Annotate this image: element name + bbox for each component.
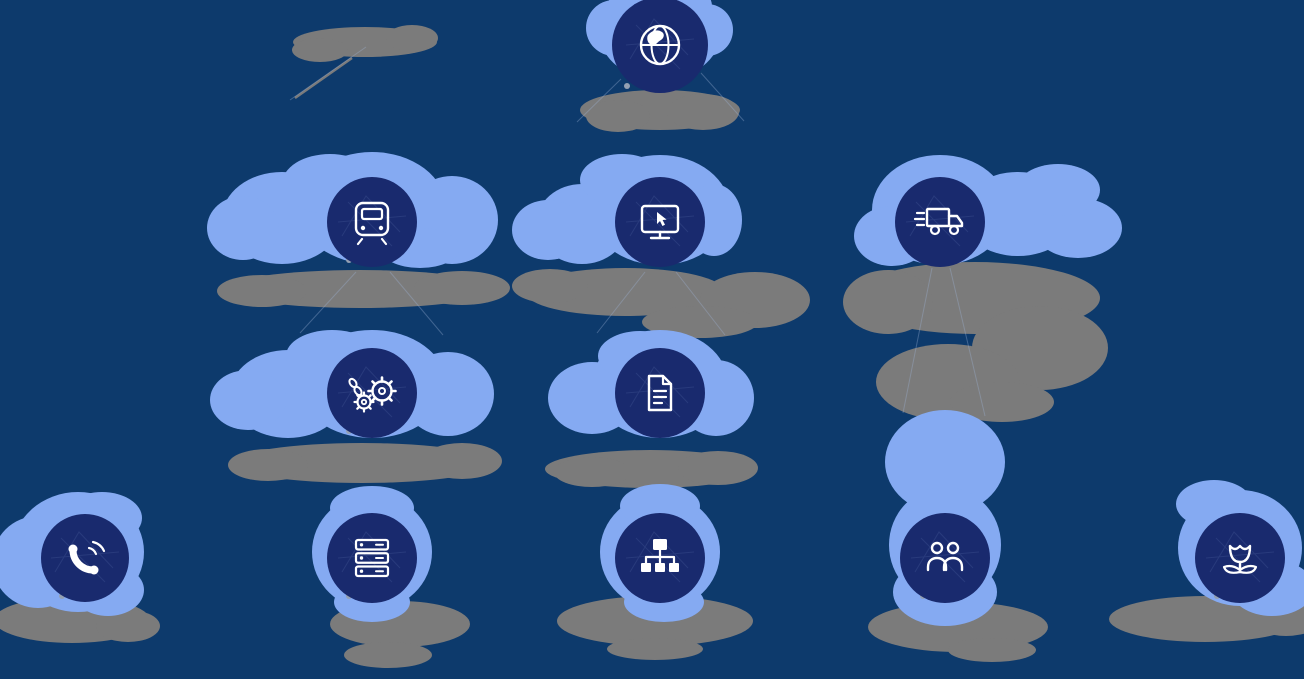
node-phone: [41, 514, 129, 602]
nodes: [41, 0, 1285, 603]
globe-icon: [639, 24, 681, 66]
node-train: [327, 177, 417, 267]
label-placeholder-monitor: [512, 268, 810, 338]
phone-handset-icon: [68, 540, 106, 575]
label-placeholder-gears: [228, 443, 502, 483]
gears-chain-icon: [348, 376, 397, 413]
node-people: [900, 513, 990, 603]
blob-truck: [854, 155, 1122, 266]
label-placeholder-document: [545, 450, 758, 488]
node-truck: [895, 177, 985, 267]
label-placeholder-truck: [843, 262, 1108, 422]
train-icon: [354, 201, 390, 246]
node-monitor: [615, 177, 705, 267]
node-globe: [612, 0, 708, 93]
document-icon: [647, 374, 673, 412]
top-left-mark: [292, 25, 438, 100]
server-stack-icon: [354, 538, 390, 578]
connector-lines: [289, 46, 986, 417]
flower-icon: [1222, 544, 1258, 574]
node-flower: [1195, 513, 1285, 603]
monitor-cursor-icon: [640, 204, 680, 240]
node-document: [615, 348, 705, 438]
label-placeholder-train: [217, 270, 510, 308]
label-placeholder-globe: [580, 90, 740, 132]
node-gears: [327, 348, 417, 438]
delivery-truck-icon: [913, 207, 964, 236]
node-server: [327, 513, 417, 603]
people-icon: [926, 541, 964, 572]
org-chart-icon: [641, 539, 679, 572]
node-orgchart: [615, 513, 705, 603]
